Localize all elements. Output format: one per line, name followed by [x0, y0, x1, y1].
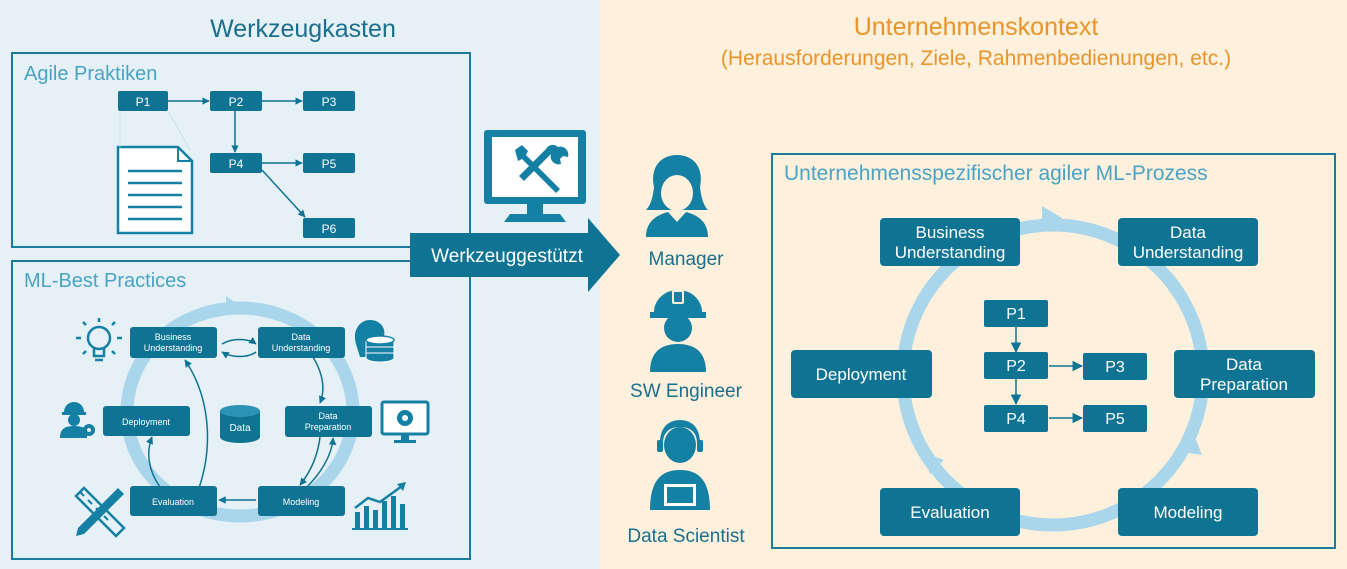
ml-phase-business-line1: Business: [155, 332, 192, 342]
process-business-line1: Business: [916, 223, 985, 242]
process-box-p1-label: P1: [1006, 306, 1026, 323]
company-context-title: Unternehmenskontext: [854, 13, 1099, 41]
tool-supported-arrow: Werkzeuggestützt: [410, 218, 620, 292]
process-box-p5: P5: [1083, 405, 1147, 432]
ml-phase-business-understanding: Business Understanding: [130, 327, 217, 358]
process-box-p2-label: P2: [1006, 358, 1026, 375]
ml-phase-evaluation-label: Evaluation: [152, 497, 194, 507]
manager-icon: [646, 155, 708, 237]
process-data-und-line1: Data: [1170, 223, 1206, 242]
ml-phase-data-prep-line2: Preparation: [305, 422, 352, 432]
process-phase-deployment: Deployment: [791, 350, 932, 398]
ml-phase-deployment: Deployment: [103, 406, 190, 436]
agile-box-p6: P6: [303, 218, 355, 238]
document-icon: [116, 110, 194, 235]
ml-phase-modeling-label: Modeling: [283, 497, 320, 507]
agile-box-p6-label: P6: [322, 222, 337, 236]
ml-phase-data-und-line1: Data: [291, 332, 310, 342]
process-box-p2: P2: [984, 352, 1048, 379]
process-data-und-line2: Understanding: [1133, 243, 1244, 262]
lightbulb-icon: [76, 318, 122, 362]
agile-box-p2-label: P2: [229, 95, 244, 109]
engineer-gear-icon: [60, 402, 95, 438]
ml-phase-deployment-label: Deployment: [122, 417, 171, 427]
ml-phase-modeling: Modeling: [258, 486, 345, 516]
sw-engineer-icon: [650, 290, 706, 372]
process-phase-modeling: Modeling: [1118, 488, 1258, 536]
data-scientist-icon: [650, 420, 710, 510]
role-manager: Manager: [649, 249, 725, 270]
ml-phase-data-understanding: Data Understanding: [258, 327, 345, 358]
process-modeling-label: Modeling: [1154, 503, 1223, 522]
agile-box-p4: P4: [210, 153, 262, 173]
agile-box-p3: P3: [303, 91, 355, 111]
agile-box-p3-label: P3: [322, 95, 337, 109]
agile-box-p5-label: P5: [322, 157, 337, 171]
process-data-prep-line1: Data: [1226, 355, 1262, 374]
tool-supported-label: Werkzeuggestützt: [431, 246, 583, 267]
left-panel-bg: [0, 0, 600, 569]
right-panel-bg: [600, 0, 1347, 569]
process-box-p3-label: P3: [1105, 359, 1125, 376]
monitor-tools-icon: [484, 130, 586, 222]
database-label: Data: [229, 423, 251, 434]
process-evaluation-label: Evaluation: [910, 503, 989, 522]
bar-chart-icon: [352, 482, 408, 530]
ml-phase-data-prep-line1: Data: [318, 411, 337, 421]
agile-box-p5: P5: [303, 153, 355, 173]
monitor-gear-icon: [380, 400, 430, 443]
agile-practices-title: Agile Praktiken: [24, 63, 157, 85]
ruler-pencil-icon: [74, 486, 126, 538]
company-process-frame: [771, 153, 1336, 549]
agile-box-p1: P1: [118, 91, 168, 111]
process-box-p4-label: P4: [1006, 411, 1026, 428]
ml-phase-data-und-line2: Understanding: [272, 343, 331, 353]
toolbox-title: Werkzeugkasten: [210, 15, 396, 43]
agile-box-p2: P2: [210, 91, 262, 111]
agile-practices-frame: [11, 52, 471, 248]
process-phase-data-understanding: Data Understanding: [1118, 218, 1258, 266]
database-head-icon: [354, 320, 395, 363]
company-context-subtitle: (Herausforderungen, Ziele, Rahmenbedienu…: [721, 47, 1231, 70]
agile-box-p1-label: P1: [136, 95, 151, 109]
database-icon: Data: [220, 405, 260, 443]
process-phase-evaluation: Evaluation: [880, 488, 1020, 536]
company-process-title: Unternehmensspezifischer agiler ML-Proze…: [784, 162, 1208, 185]
process-box-p3: P3: [1083, 353, 1147, 380]
process-business-line2: Understanding: [895, 243, 1006, 262]
ml-phase-business-line2: Understanding: [144, 343, 203, 353]
process-phase-data-preparation: Data Preparation: [1174, 350, 1315, 398]
process-data-prep-line2: Preparation: [1200, 375, 1288, 394]
process-box-p5-label: P5: [1105, 411, 1125, 428]
process-box-p4: P4: [984, 405, 1048, 432]
process-phase-business-understanding: Business Understanding: [880, 218, 1020, 266]
agile-box-p4-label: P4: [229, 157, 244, 171]
ml-phase-evaluation: Evaluation: [130, 486, 217, 516]
role-data-scientist: Data Scientist: [627, 526, 745, 547]
ml-best-practices-title: ML-Best Practices: [24, 270, 186, 292]
role-sw-engineer: SW Engineer: [630, 381, 743, 402]
ml-best-practices-frame: [11, 260, 471, 560]
process-box-p1: P1: [984, 300, 1048, 327]
ml-phase-data-preparation: Data Preparation: [285, 406, 372, 437]
process-deployment-label: Deployment: [816, 365, 907, 384]
